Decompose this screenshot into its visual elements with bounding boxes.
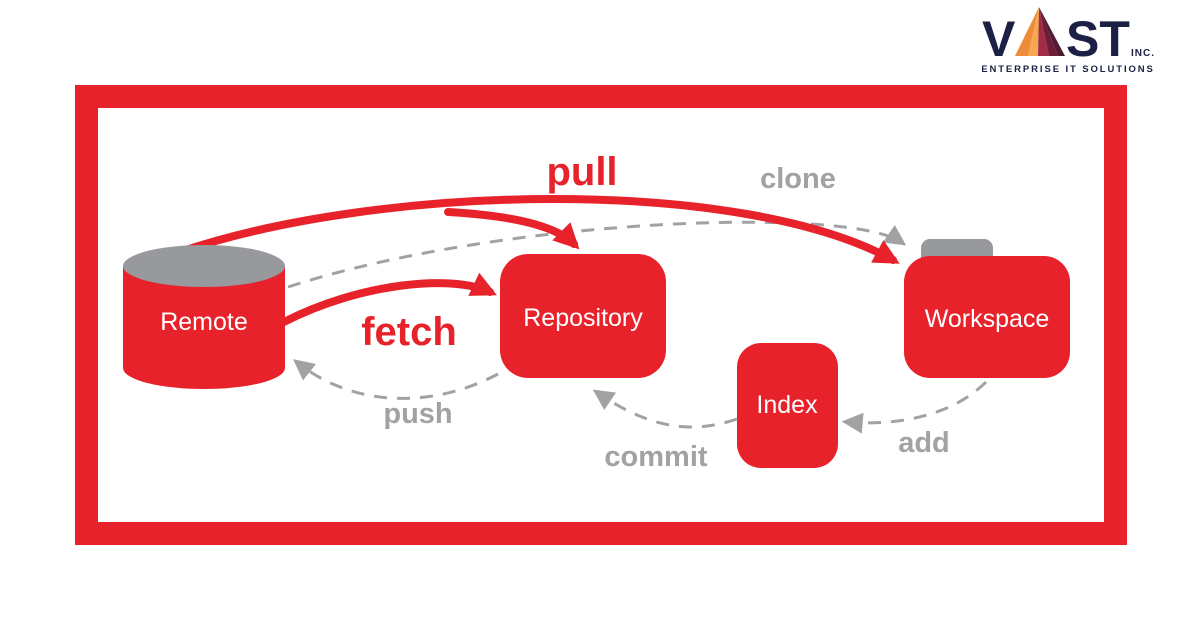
logo-inc-text: INC. [1131,48,1154,59]
logo-triangle-icon [1015,7,1065,56]
workspace-box [904,256,1070,378]
pull-arrow [176,195,900,264]
remote-cylinder-body [123,266,285,389]
node-remote: Remote [123,245,285,389]
push-label: push [383,398,452,430]
workspace-label: Workspace [925,305,1050,333]
add-label: add [898,427,950,459]
red-border-frame [75,85,1127,545]
clone-arrow [287,220,907,289]
repository-label: Repository [523,304,643,332]
index-box [737,343,838,468]
vast-logo: V ST INC. ENTERPRISE IT SOLUTIONS [982,7,1154,75]
add-arrow [841,380,988,434]
commit-label: commit [604,441,707,473]
logo-word-prefix: V [982,11,1016,67]
logo-word-suffix: ST [1066,11,1130,67]
node-index: Index [737,343,838,468]
fetch-label: fetch [361,310,457,354]
pull-label: pull [546,150,617,194]
pull-branch-arrow [444,208,580,250]
index-label: Index [756,391,818,419]
fetch-arrow [280,272,497,326]
node-repository: Repository [500,254,666,378]
remote-label: Remote [160,308,248,336]
clone-label: clone [760,163,836,195]
logo-tagline: ENTERPRISE IT SOLUTIONS [982,64,1154,75]
node-workspace: Workspace [904,239,1070,378]
remote-cylinder-top [123,245,285,287]
commit-arrow [592,389,738,429]
repository-box [500,254,666,378]
push-arrow [293,359,499,400]
